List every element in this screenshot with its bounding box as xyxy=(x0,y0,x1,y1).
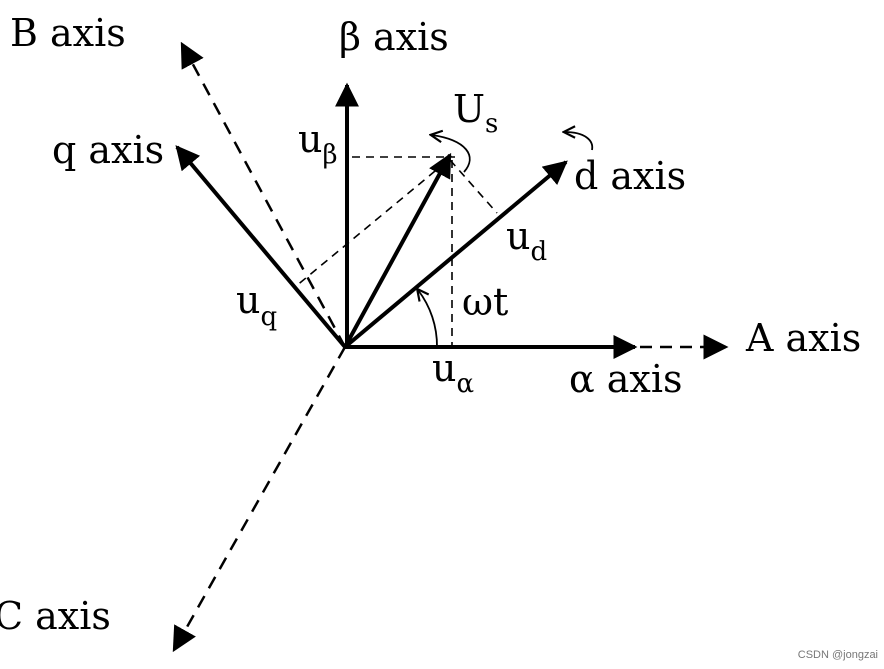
u-d-label: ud xyxy=(506,214,547,267)
u-beta-label-sub: β xyxy=(322,140,337,170)
watermark-text: CSDN @jongzai xyxy=(798,649,878,661)
d-axis-label: d axis xyxy=(574,154,686,198)
u-q-label: uq xyxy=(236,278,277,332)
u-alpha-label-main: u xyxy=(432,346,456,390)
c-axis-label: C axis xyxy=(0,594,111,638)
d-axis-line xyxy=(343,160,568,349)
u-d-projection-line xyxy=(449,159,498,214)
omega-t-label: ωt xyxy=(462,280,508,324)
omega-t-arc xyxy=(418,290,438,348)
beta-axis-label: β axis xyxy=(339,15,449,59)
b-axis-label: B axis xyxy=(10,11,126,55)
u-d-label-main: u xyxy=(506,214,530,258)
u-alpha-label-sub: α xyxy=(456,369,474,399)
u-q-label-main: u xyxy=(236,278,260,322)
us-label: Us xyxy=(453,87,498,139)
us-label-main: U xyxy=(453,87,485,131)
a-axis-label: A axis xyxy=(745,316,861,360)
q-axis-line xyxy=(175,145,347,349)
u-q-label-sub: q xyxy=(260,302,277,332)
u-alpha-label: uα xyxy=(432,346,474,399)
u-beta-label: uβ xyxy=(298,117,338,170)
c-axis-line xyxy=(172,346,347,653)
u-beta-label-main: u xyxy=(298,117,322,161)
alpha-axis-label: α axis xyxy=(569,357,682,401)
us-vector-line xyxy=(343,152,452,348)
d-axis-rotation-arc xyxy=(565,132,594,151)
u-q-projection-line xyxy=(294,161,447,288)
us-label-sub: s xyxy=(485,109,498,139)
b-axis-line xyxy=(180,41,347,348)
u-d-label-sub: d xyxy=(530,237,547,267)
q-axis-label: q axis xyxy=(52,128,164,172)
us-rotation-arc xyxy=(432,135,471,173)
